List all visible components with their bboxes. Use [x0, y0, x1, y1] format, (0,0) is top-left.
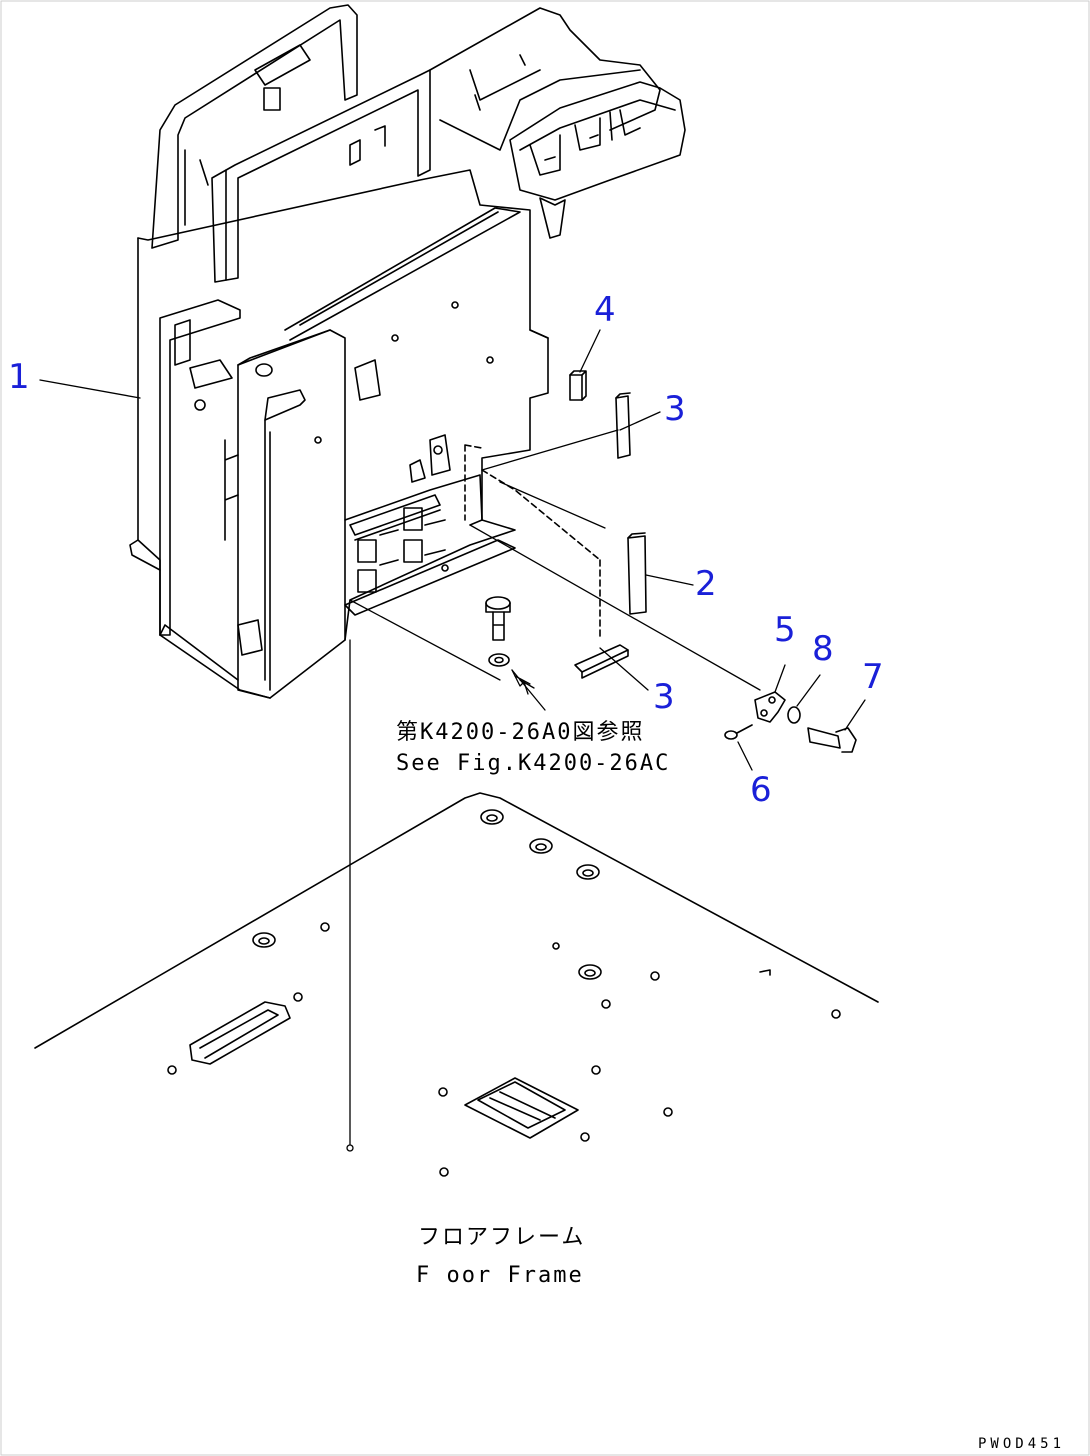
enclosure-assembly — [129, 4, 686, 699]
callout-1: 1 — [8, 357, 30, 397]
center-bolt — [485, 596, 511, 667]
reference-note-en: See Fig.K4200-26AC — [396, 751, 671, 776]
callout-7: 7 — [862, 657, 884, 697]
callout-6: 6 — [750, 770, 772, 810]
part-3-upper-strip — [615, 392, 631, 459]
reference-note-jp: 第K4200-26A0図参照 — [396, 720, 645, 745]
callout-3-upper: 3 — [664, 389, 686, 429]
hardware-6-screw — [724, 724, 753, 740]
callout-8: 8 — [812, 629, 834, 669]
callout-3-lower: 3 — [653, 677, 675, 717]
hardware-5-clip — [754, 691, 786, 723]
hardware-8-washer — [787, 706, 801, 724]
drawing-code: PWOD451 — [978, 1436, 1066, 1452]
callout-2: 2 — [695, 564, 717, 604]
floor-frame-label-en: F oor Frame — [416, 1263, 584, 1288]
part-4-block — [569, 370, 587, 401]
callout-4: 4 — [594, 290, 616, 330]
floor-frame — [34, 792, 879, 1177]
hardware-7-bolt — [807, 727, 857, 753]
leader-lines — [39, 329, 866, 1152]
part-2-strip — [627, 532, 647, 615]
floor-frame-label-jp: フロアフレーム — [418, 1225, 586, 1250]
callout-5: 5 — [774, 610, 796, 650]
